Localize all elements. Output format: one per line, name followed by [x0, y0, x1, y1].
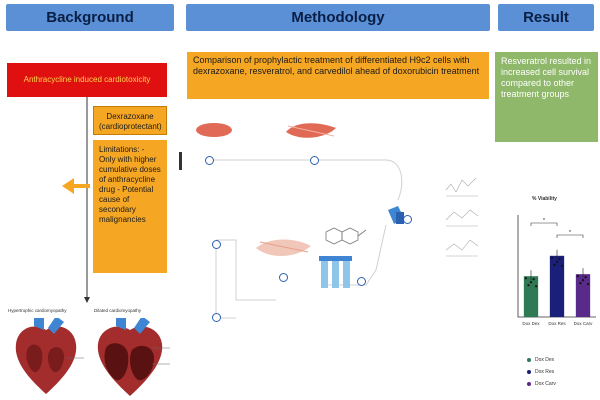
chart-title: % Viability: [532, 196, 557, 202]
data-point: [527, 284, 530, 287]
legend-item-3: Dox Carv: [527, 381, 556, 387]
significance-star: *: [569, 230, 571, 236]
chart-axis: [517, 215, 596, 318]
significance-bracket-2: [556, 234, 584, 238]
heart-right-label: Dilated cardiomyopathy: [94, 308, 142, 313]
significance-star: *: [543, 218, 545, 224]
data-point: [584, 276, 587, 279]
heart-left-label: Hypertrophic cardiomyopathy: [8, 308, 67, 313]
legend-item-1: Dox Dex: [527, 357, 554, 363]
viability-bar-chart: Dox Dex Dox Res Dox Carv * *: [517, 215, 596, 326]
flow-node-6: [357, 277, 366, 286]
significance-bracket-1: [530, 222, 558, 226]
data-point: [579, 282, 582, 285]
header-background: Background: [6, 4, 174, 31]
bar-2: [549, 255, 565, 317]
data-point: [535, 285, 538, 288]
dexrazoxane-box: Dexrazoxane (cardioprotectant): [93, 106, 167, 135]
x-tick-label: Dox Dex: [522, 321, 540, 326]
bar-3: [575, 274, 591, 317]
flow-node-3: [212, 240, 221, 249]
data-point: [581, 279, 585, 282]
header-result: Result: [498, 4, 594, 31]
data-point: [555, 260, 559, 263]
flow-node-5: [279, 273, 288, 282]
x-tick-label: Dox Res: [548, 321, 566, 326]
flow-node-1: [205, 156, 214, 165]
methodology-title: Comparison of prophylactic treatment of …: [187, 52, 489, 99]
data-point: [587, 283, 590, 286]
flow-node-4: [212, 313, 221, 322]
data-point: [524, 277, 527, 280]
result-box: Resveratrol resulted in increased cell s…: [495, 52, 598, 142]
legend-item-2: Dox Res: [527, 369, 554, 375]
limitations-box: Limitations: - Only with higher cumulati…: [93, 140, 167, 273]
background-connector: [62, 97, 90, 303]
x-tick-label: Dox Carv: [574, 321, 594, 326]
header-methodology: Methodology: [186, 4, 490, 31]
data-point: [576, 275, 579, 278]
data-point: [532, 278, 535, 281]
methodology-workflow: [179, 123, 479, 319]
data-point: [550, 256, 553, 259]
cardiotoxicity-box: Anthracycline induced cardiotoxicity: [7, 63, 167, 97]
flow-node-7: [403, 215, 412, 224]
bar-1: [523, 276, 539, 317]
heart-dilated-illustration: [97, 318, 170, 396]
data-point: [561, 264, 564, 267]
heart-hypertrophic-illustration: [15, 318, 84, 394]
data-point: [529, 281, 533, 284]
flow-node-2: [310, 156, 319, 165]
data-point: [553, 263, 556, 266]
data-point: [558, 257, 561, 260]
